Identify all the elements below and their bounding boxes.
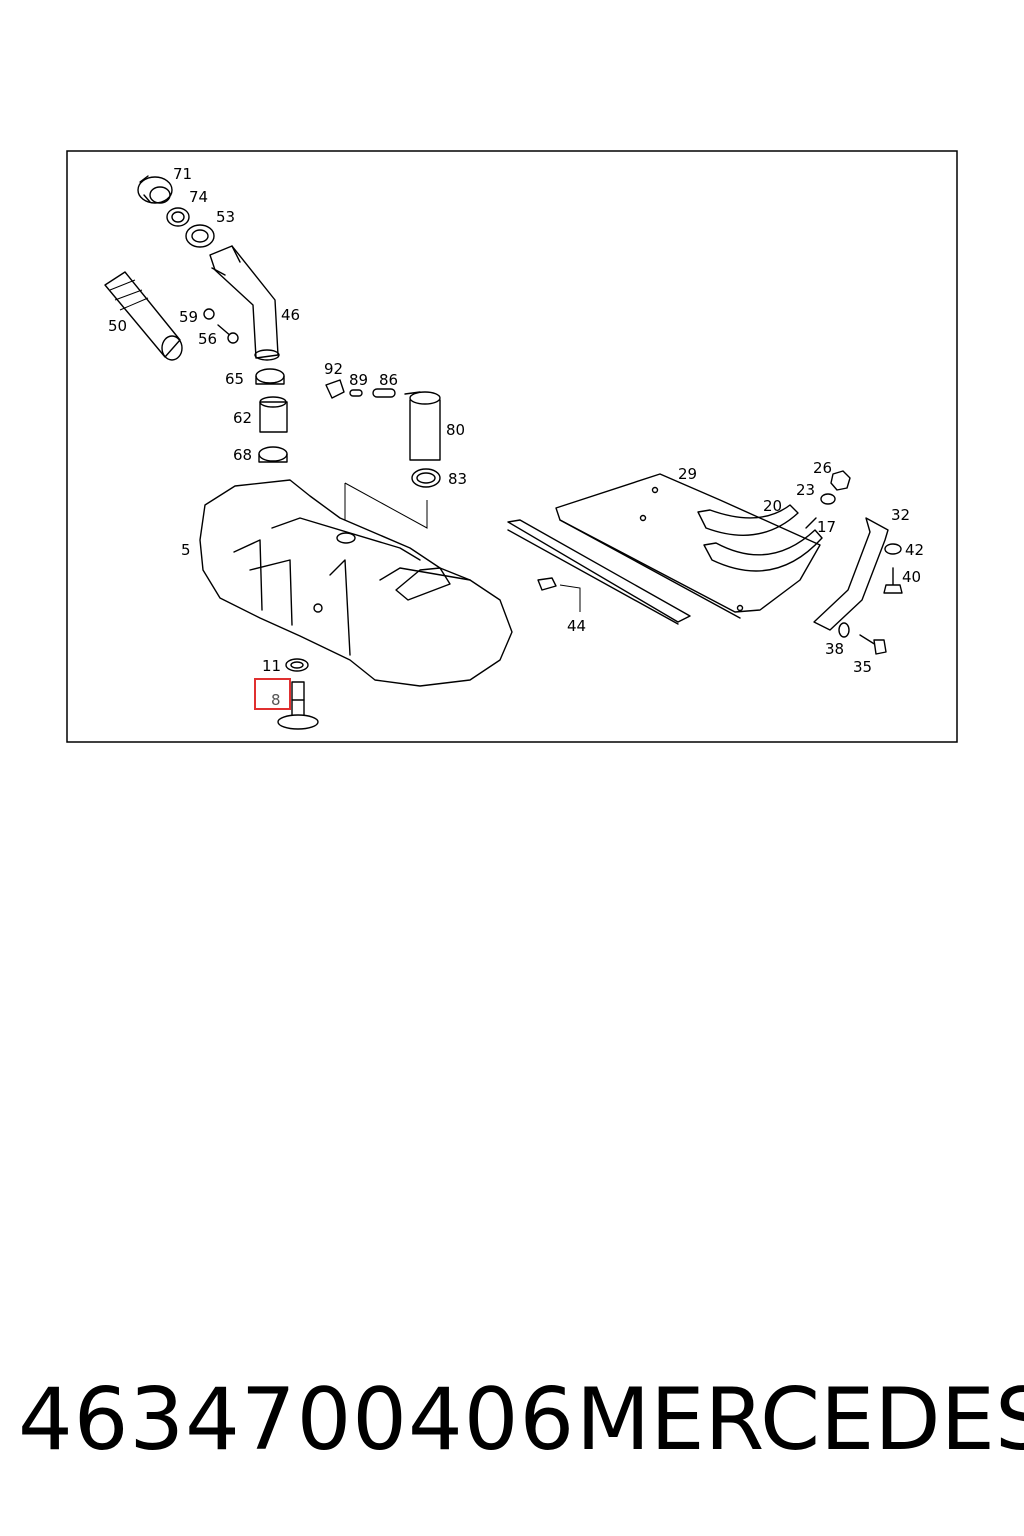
callout-35[interactable]: 35 <box>853 658 872 676</box>
callout-17[interactable]: 17 <box>817 518 836 536</box>
callout-86[interactable]: 86 <box>379 371 398 389</box>
part-46-filler-pipe[interactable] <box>209 245 280 361</box>
callout-40[interactable]: 40 <box>902 568 921 586</box>
footer: 4634700406 MERCEDES <box>0 1365 1024 1475</box>
part-29-shield[interactable] <box>555 473 821 619</box>
callout-56[interactable]: 56 <box>198 330 217 348</box>
diagram-frame <box>66 150 958 743</box>
callout-71[interactable]: 71 <box>173 165 192 183</box>
part-44-strip[interactable] <box>507 519 691 625</box>
part-17-stud[interactable] <box>805 517 817 529</box>
part-59-washer[interactable] <box>203 308 215 320</box>
callout-11[interactable]: 11 <box>262 657 281 675</box>
callout-53[interactable]: 53 <box>216 208 235 226</box>
callout-23[interactable]: 23 <box>796 481 815 499</box>
callout-32[interactable]: 32 <box>891 506 910 524</box>
callout-42[interactable]: 42 <box>905 541 924 559</box>
part-5-fuel-tank[interactable] <box>199 479 513 687</box>
part-20-tank-strap[interactable] <box>697 504 823 572</box>
part-8-drain-plug[interactable] <box>277 681 319 730</box>
part-68-clamp[interactable] <box>258 446 288 463</box>
part-62-hose[interactable] <box>259 396 288 433</box>
part-42-washer[interactable] <box>884 543 902 555</box>
callout-89[interactable]: 89 <box>349 371 368 389</box>
callout-5[interactable]: 5 <box>181 541 191 559</box>
callout-8[interactable]: 8 <box>271 691 281 709</box>
part-35-bolt[interactable] <box>859 634 887 655</box>
part-26-nut[interactable] <box>830 470 851 491</box>
callout-46[interactable]: 46 <box>281 306 300 324</box>
part-number: 4634700406 <box>18 1370 576 1470</box>
callout-59[interactable]: 59 <box>179 308 198 326</box>
callout-74[interactable]: 74 <box>189 188 208 206</box>
callout-26[interactable]: 26 <box>813 459 832 477</box>
callout-44[interactable]: 44 <box>567 617 586 635</box>
part-56-bolt[interactable] <box>217 324 239 344</box>
callout-50[interactable]: 50 <box>108 317 127 335</box>
part-74-seal-ring[interactable] <box>166 207 190 227</box>
part-71-cap[interactable] <box>137 175 173 204</box>
callout-65[interactable]: 65 <box>225 370 244 388</box>
part-65-clamp[interactable] <box>255 368 285 385</box>
brand-name: MERCEDES <box>576 1370 1024 1470</box>
part-23-washer[interactable] <box>820 493 836 505</box>
part-11-sealing-ring[interactable] <box>285 658 309 672</box>
parts-diagram: 71 74 53 50 59 46 56 65 92 89 86 62 80 6… <box>66 150 958 743</box>
callout-20[interactable]: 20 <box>763 497 782 515</box>
callout-92[interactable]: 92 <box>324 360 343 378</box>
part-92-clip[interactable] <box>325 379 345 399</box>
part-38-washer[interactable] <box>838 622 850 638</box>
callout-29[interactable]: 29 <box>678 465 697 483</box>
part-53-seal[interactable] <box>185 224 215 248</box>
callout-68[interactable]: 68 <box>233 446 252 464</box>
part-80-sender-unit[interactable] <box>404 391 441 461</box>
callout-83[interactable]: 83 <box>448 470 467 488</box>
part-50-hose[interactable] <box>104 271 183 361</box>
callout-labels: 71 74 53 50 59 46 56 65 92 89 86 62 80 6… <box>108 165 924 709</box>
part-40-bolt[interactable] <box>883 567 903 594</box>
part-32-bracket[interactable] <box>813 517 889 631</box>
callout-38[interactable]: 38 <box>825 640 844 658</box>
part-83-seal[interactable] <box>411 468 441 488</box>
highlight-box <box>254 678 291 710</box>
part-89-connector[interactable] <box>349 389 363 397</box>
callout-62[interactable]: 62 <box>233 409 252 427</box>
callout-80[interactable]: 80 <box>446 421 465 439</box>
part-86-connector[interactable] <box>372 388 396 398</box>
